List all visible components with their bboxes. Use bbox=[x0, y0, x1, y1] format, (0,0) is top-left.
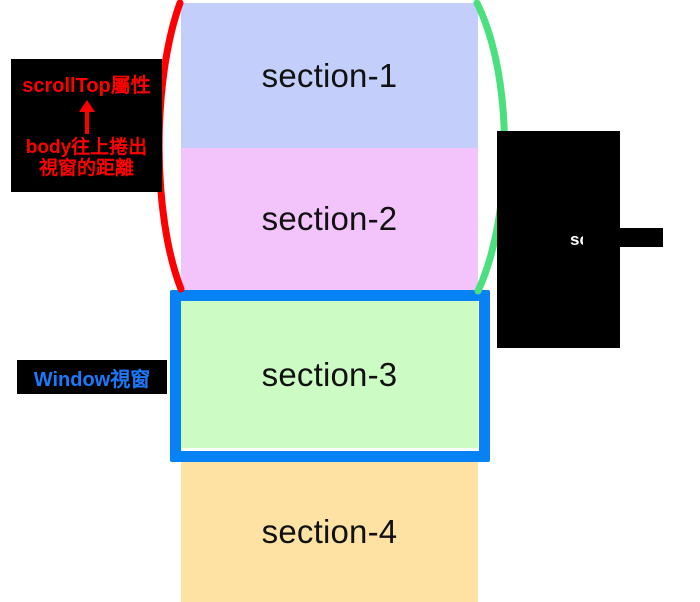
section-3-label: section-3 bbox=[261, 355, 398, 393]
scrolltop-callout: scrollTop屬性 body往上捲出 視窗的距離 bbox=[11, 59, 162, 192]
arrow-up-icon bbox=[78, 100, 95, 135]
scrolltop-desc-line-2: 視窗的距離 bbox=[38, 157, 134, 179]
window-viewport-frame bbox=[170, 290, 490, 462]
section-1-block: section-1 bbox=[181, 3, 478, 148]
section-1-label: section-1 bbox=[261, 56, 398, 94]
section-4-label: section-4 bbox=[261, 513, 398, 550]
scroll-top-bracket-icon bbox=[155, 0, 185, 293]
scrollheight-redaction-bar bbox=[583, 228, 663, 247]
section-3-block: section-3 bbox=[181, 301, 478, 448]
window-callout: Window視窗 bbox=[17, 360, 167, 394]
window-callout-label: Window視窗 bbox=[33, 368, 151, 391]
scrolltop-title: scrollTop屬性 bbox=[22, 74, 151, 97]
section-2-block: section-2 bbox=[181, 148, 478, 290]
section-2-label: section-2 bbox=[261, 200, 398, 237]
section-4-block: section-4 bbox=[181, 462, 478, 602]
scrolltop-desc-line-1: body往上捲出 bbox=[25, 137, 148, 159]
